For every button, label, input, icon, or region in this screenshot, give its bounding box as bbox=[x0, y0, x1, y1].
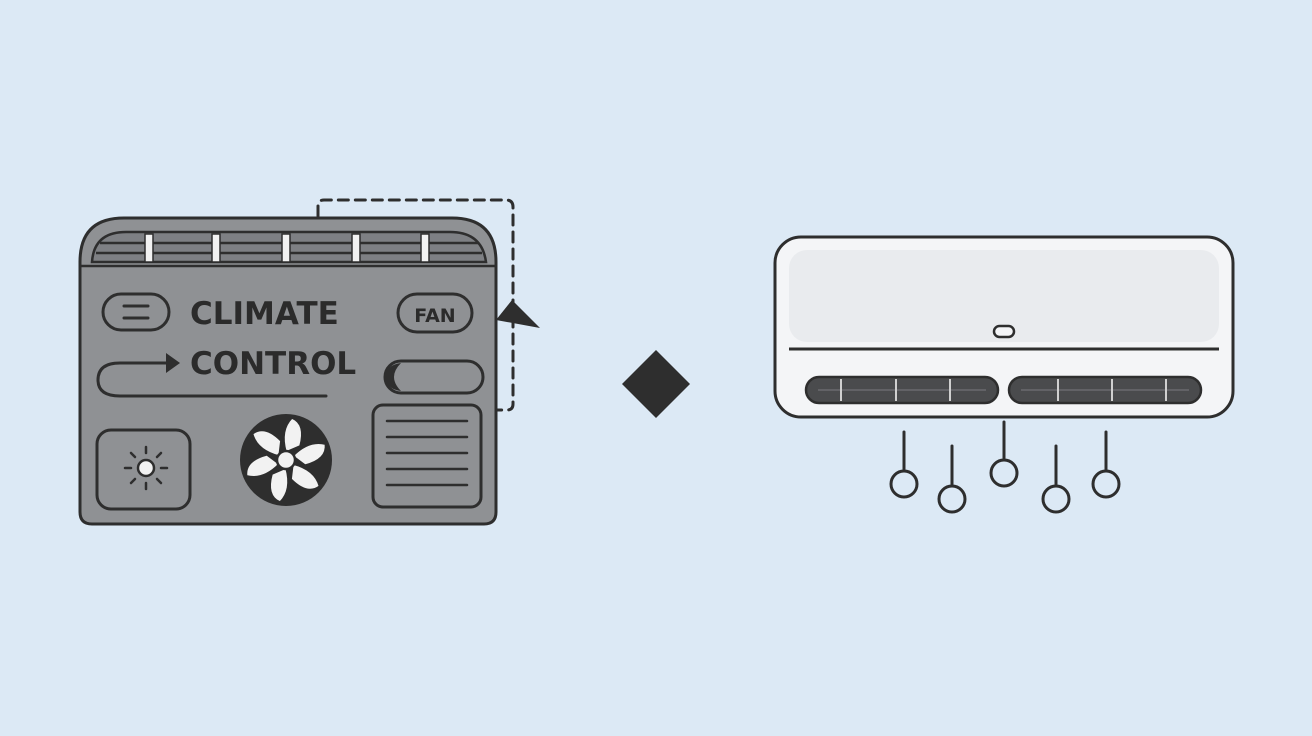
airflow-pin bbox=[989, 420, 1019, 488]
arrow-right-icon bbox=[96, 353, 328, 398]
status-indicator bbox=[992, 324, 1016, 339]
air-conditioner-icon bbox=[773, 235, 1235, 419]
airflow-pin bbox=[889, 430, 919, 499]
sun-icon bbox=[123, 445, 169, 491]
sun-button[interactable] bbox=[95, 428, 192, 511]
panel-title-line2: CONTROL bbox=[190, 346, 356, 382]
mode-toggle-icon[interactable] bbox=[101, 292, 171, 332]
toggle-switch[interactable] bbox=[383, 359, 485, 395]
airflow-pin bbox=[1041, 444, 1071, 514]
arrowhead-icon bbox=[496, 300, 540, 328]
louver-right bbox=[1007, 375, 1203, 405]
airflow-pins bbox=[889, 420, 1121, 514]
vent-grille-icon bbox=[371, 403, 483, 509]
airflow-pin bbox=[1091, 430, 1121, 499]
climate-control-panel: CLIMATE FAN CONTROL bbox=[78, 198, 540, 526]
top-grille-icon bbox=[80, 230, 496, 268]
fan-button[interactable]: FAN bbox=[396, 292, 474, 334]
louver-left bbox=[804, 375, 1000, 405]
airflow-pin bbox=[937, 444, 967, 514]
diamond-icon bbox=[622, 350, 690, 418]
dashed-outline bbox=[316, 198, 515, 412]
panel-title-line1: CLIMATE bbox=[190, 296, 339, 332]
fan-label: FAN bbox=[414, 305, 455, 327]
fan-icon[interactable] bbox=[240, 414, 332, 506]
